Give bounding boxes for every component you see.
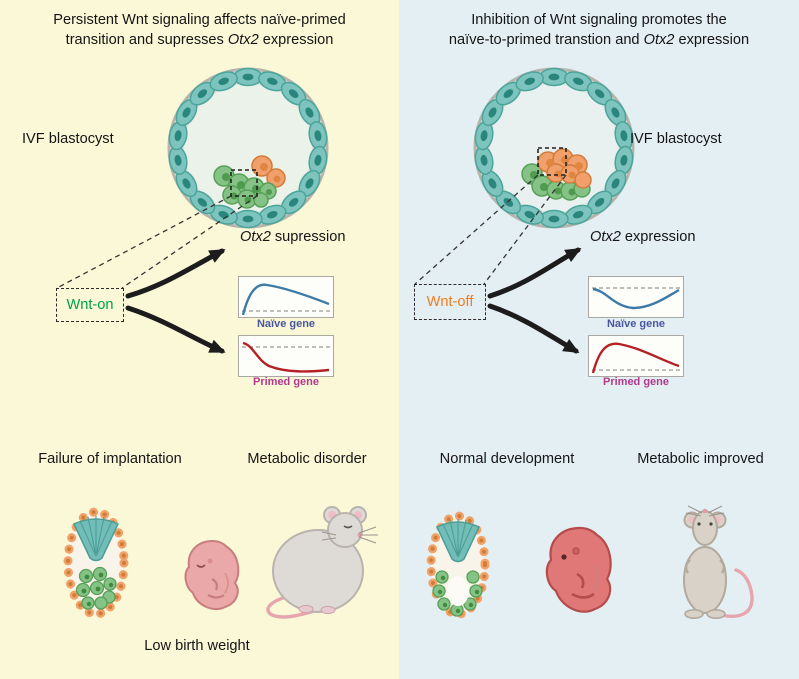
- low-birth-weight-label: Low birth weight: [144, 638, 250, 654]
- implantation-embryo-right: [426, 511, 490, 619]
- metabolic-improved-label: Metabolic improved: [637, 451, 764, 467]
- mouse-eye-right: [709, 522, 713, 526]
- left-title: Persistent Wnt signaling affects naïve-p…: [0, 10, 399, 50]
- mouse-foot-left: [298, 604, 314, 614]
- naive-gene-label-right: Naïve gene: [606, 318, 666, 330]
- otx2-outcome-left: Otx2 supression: [240, 229, 345, 245]
- embryo-green-cells: [75, 566, 117, 610]
- left-title-gene: Otx2: [227, 32, 259, 49]
- fetus-back-line: [593, 565, 600, 591]
- fetus-body: [184, 539, 240, 611]
- right-title: Inhibition of Wnt signaling promotes the…: [399, 10, 799, 50]
- wnt-off-label: Wnt-off: [426, 294, 474, 310]
- failure-implantation-label: Failure of implantation: [38, 451, 182, 467]
- fetus-small-left: [184, 539, 240, 611]
- normal-development-label: Normal development: [439, 451, 575, 467]
- otx2-outcome-rest-left: supression: [270, 229, 346, 245]
- embryo-green-cup: [432, 570, 483, 617]
- wnt-on-label: Wnt-on: [66, 297, 114, 313]
- embryo-green-nuclei: [437, 575, 480, 614]
- mouse-tail: [712, 568, 754, 618]
- fetus-ear: [572, 547, 580, 555]
- mouse-eye-left: [697, 522, 701, 526]
- zoom-region-box-right: [537, 147, 567, 176]
- naive-gene-label-left: Naïve gene: [256, 318, 316, 330]
- otx2-gene-left: Otx2: [240, 229, 271, 245]
- primed-gene-graph-right: [588, 335, 684, 377]
- otx2-gene-right: Otx2: [590, 229, 621, 245]
- right-title-line2-pre: naïve-to-primed transtion and: [448, 32, 644, 49]
- left-title-line2-post: expression: [258, 32, 334, 49]
- fetus-arm: [576, 572, 585, 589]
- fetus-normal-right: [545, 526, 612, 613]
- healthy-mouse: [683, 505, 754, 620]
- mouse-whiskers: [321, 526, 378, 544]
- embryo-outer-nuclei: [429, 514, 487, 616]
- embryo-teal-cone: [436, 519, 480, 563]
- wnt-on-box: Wnt-on: [56, 288, 124, 322]
- blastocyst-illustration-left: [166, 67, 330, 229]
- mouse-eye: [343, 525, 353, 529]
- obese-mouse: [266, 506, 378, 619]
- fetus-ear: [207, 558, 213, 564]
- mouse-whiskers: [685, 505, 725, 517]
- left-title-line2-pre: transition and supresses: [65, 32, 228, 49]
- naive-curve: [592, 287, 680, 310]
- otx2-outcome-rest-right: expression: [620, 229, 696, 245]
- naive-gene-graph-left: [238, 276, 334, 318]
- mouse-foot-right: [706, 609, 726, 620]
- ivf-blastocyst-label-left: IVF blastocyst: [22, 131, 114, 147]
- fetus-leg: [571, 592, 595, 599]
- primed-gene-label-left: Primed gene: [252, 376, 320, 388]
- blastocyst-illustration-right: [472, 67, 636, 229]
- right-title-gene: Otx2: [643, 32, 675, 49]
- metabolic-disorder-label: Metabolic disorder: [247, 451, 367, 467]
- mouse-foot-left: [684, 609, 704, 620]
- mouse-arm-right: [719, 559, 726, 574]
- fetus-back-line: [224, 572, 229, 594]
- primed-curve: [591, 342, 680, 374]
- fetus-leg: [207, 594, 225, 599]
- fetus-body: [545, 526, 612, 613]
- naive-gene-graph-right: [588, 276, 684, 318]
- mouse-body: [272, 529, 364, 613]
- right-title-line1: Inhibition of Wnt signaling promotes the: [471, 12, 727, 28]
- ivf-blastocyst-label-right: IVF blastocyst: [630, 131, 722, 147]
- mouse-foot-right: [320, 605, 336, 615]
- right-title-line2-post: expression: [674, 32, 750, 49]
- naive-curve: [241, 283, 330, 316]
- wnt-off-box: Wnt-off: [414, 284, 486, 320]
- mouse-head: [692, 510, 718, 546]
- fetus-eye: [196, 564, 206, 568]
- mouse-arm-left: [684, 559, 691, 574]
- embryo-outer-nuclei: [66, 510, 126, 616]
- left-title-line1: Persistent Wnt signaling affects naïve-p…: [53, 12, 346, 28]
- primed-curve: [242, 341, 330, 373]
- primed-gene-graph-left: [238, 335, 334, 377]
- mouse-body: [683, 546, 727, 614]
- fetus-eye: [561, 554, 567, 560]
- mouse-head: [327, 512, 363, 548]
- embryo-teal-cone: [72, 516, 120, 562]
- primed-gene-label-right: Primed gene: [602, 376, 670, 388]
- embryo-cavity: [447, 576, 469, 606]
- mouse-nose: [702, 508, 708, 514]
- fetus-arm: [211, 578, 218, 591]
- implantation-embryo-left: [63, 507, 129, 619]
- otx2-outcome-right: Otx2 expression: [590, 229, 695, 245]
- embryo-green-nuclei: [81, 572, 114, 607]
